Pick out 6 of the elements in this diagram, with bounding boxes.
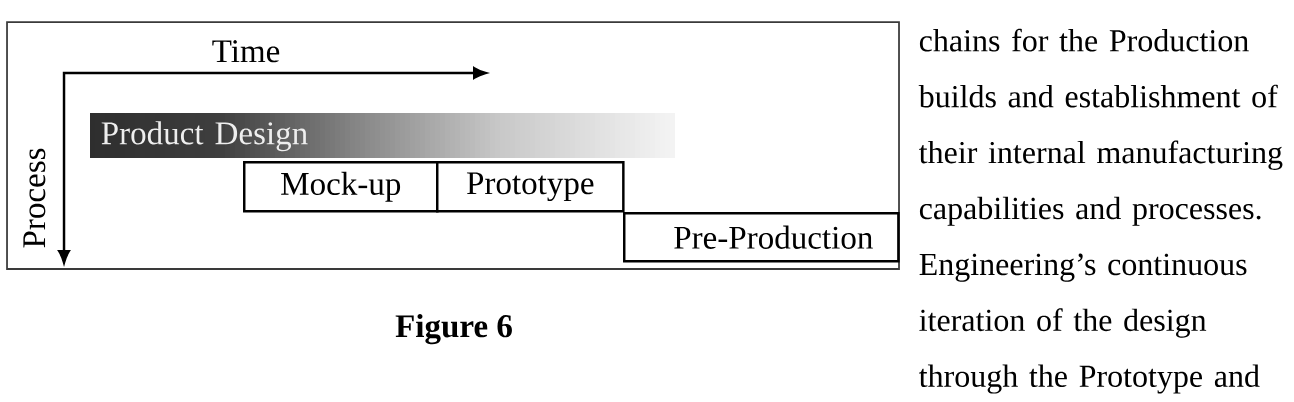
body-text: chains for the Production builds and establishment of their internal manufacturing capabilities and processes. Engineering’s continuous iteration of the design through the Prototype and [918,28,1283,394]
phase-box: Pre-Production [623,212,900,263]
figure-caption: Figure 6 [395,314,512,345]
phase-box: Prototype [436,161,625,213]
axis-label: Time [212,40,280,63]
axis-label: Process [23,148,46,248]
